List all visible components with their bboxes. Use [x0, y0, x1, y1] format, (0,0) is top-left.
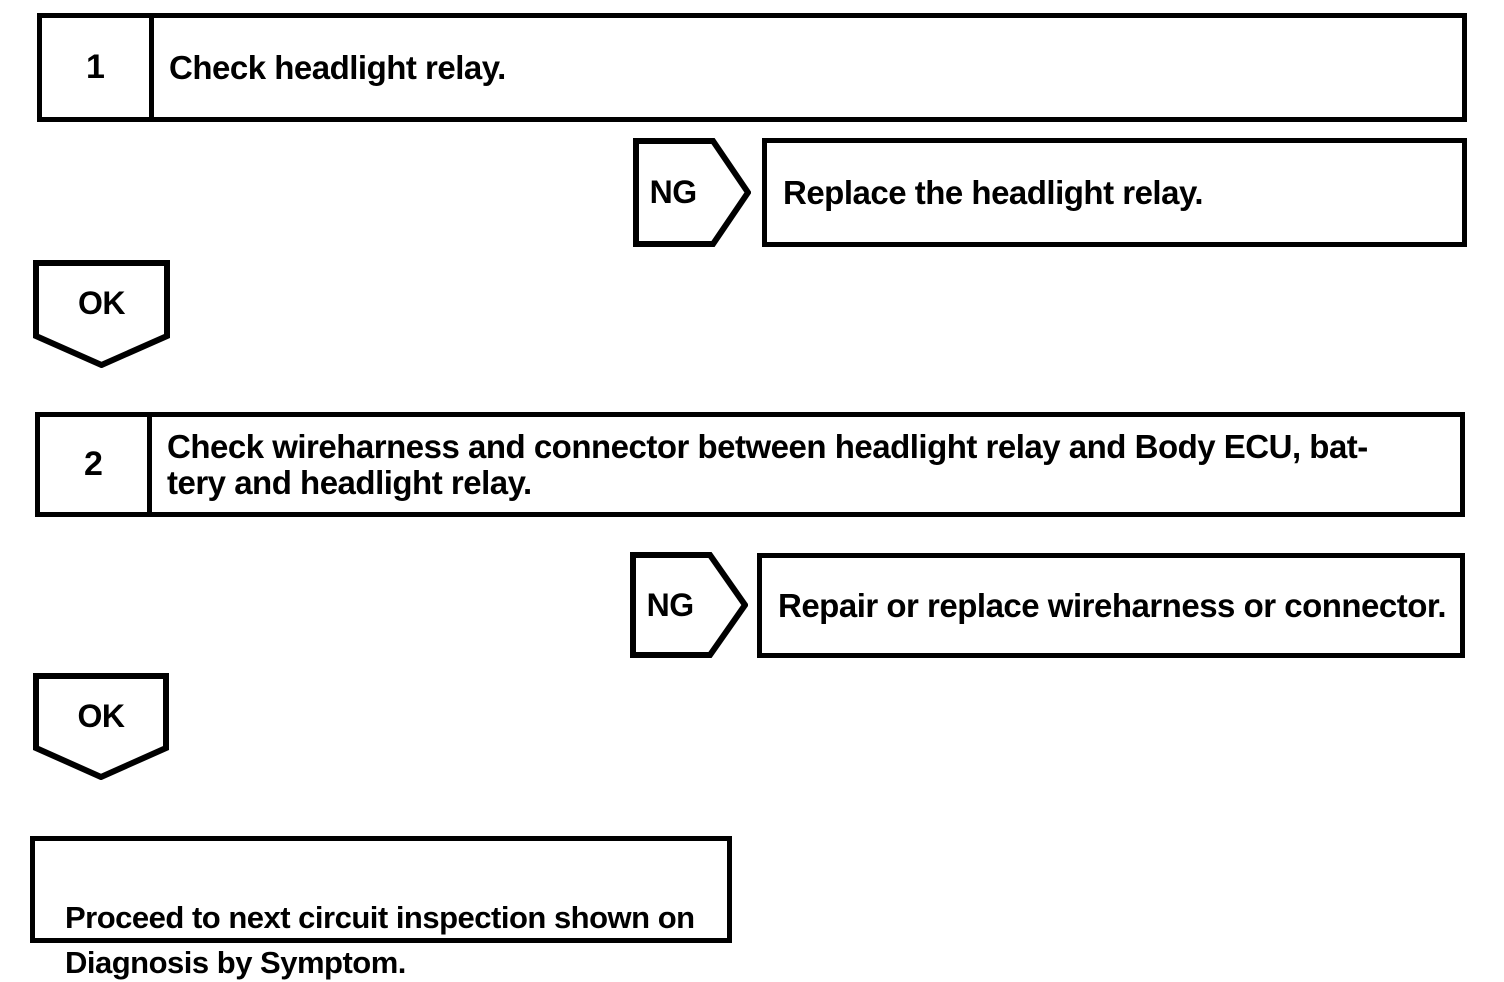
ng-connector-1: NG	[633, 138, 751, 247]
ok-connector-shape	[33, 260, 170, 368]
ng-label-2: NG	[646, 586, 695, 623]
ng-connector-2: NG	[630, 552, 748, 658]
ok-label-1: OK	[78, 284, 126, 321]
step-2-number: 2	[40, 417, 152, 512]
ng-result-1-box: Replace the headlight relay.	[762, 138, 1467, 247]
ng-result-2-box: Repair or replace wireharness or connect…	[757, 553, 1465, 658]
ok-connector-1: OK	[33, 260, 170, 368]
step-1-instruction: Check headlight relay.	[169, 48, 506, 86]
ok-connector-2: OK	[33, 673, 169, 780]
ng-connector-shape	[633, 138, 751, 247]
ok-label-2: OK	[77, 697, 126, 734]
final-instruction-text: Proceed to next circuit inspection shown…	[65, 899, 695, 980]
ok-connector-shape	[33, 673, 169, 780]
step-2-box: 2 Check wireharness and connector betwee…	[35, 412, 1465, 517]
ng-label-1: NG	[649, 174, 698, 210]
step-2-instruction: Check wireharness and connector between …	[167, 427, 1368, 501]
final-instruction-box: Proceed to next circuit inspection shown…	[30, 836, 732, 980]
step-1-number: 1	[42, 18, 154, 117]
ng-result-2-text: Repair or replace wireharness or connect…	[778, 586, 1447, 624]
ng-result-1-text: Replace the headlight relay.	[783, 173, 1204, 211]
ng-connector-shape	[630, 552, 748, 658]
step-1-box: 1 Check headlight relay.	[37, 13, 1467, 122]
